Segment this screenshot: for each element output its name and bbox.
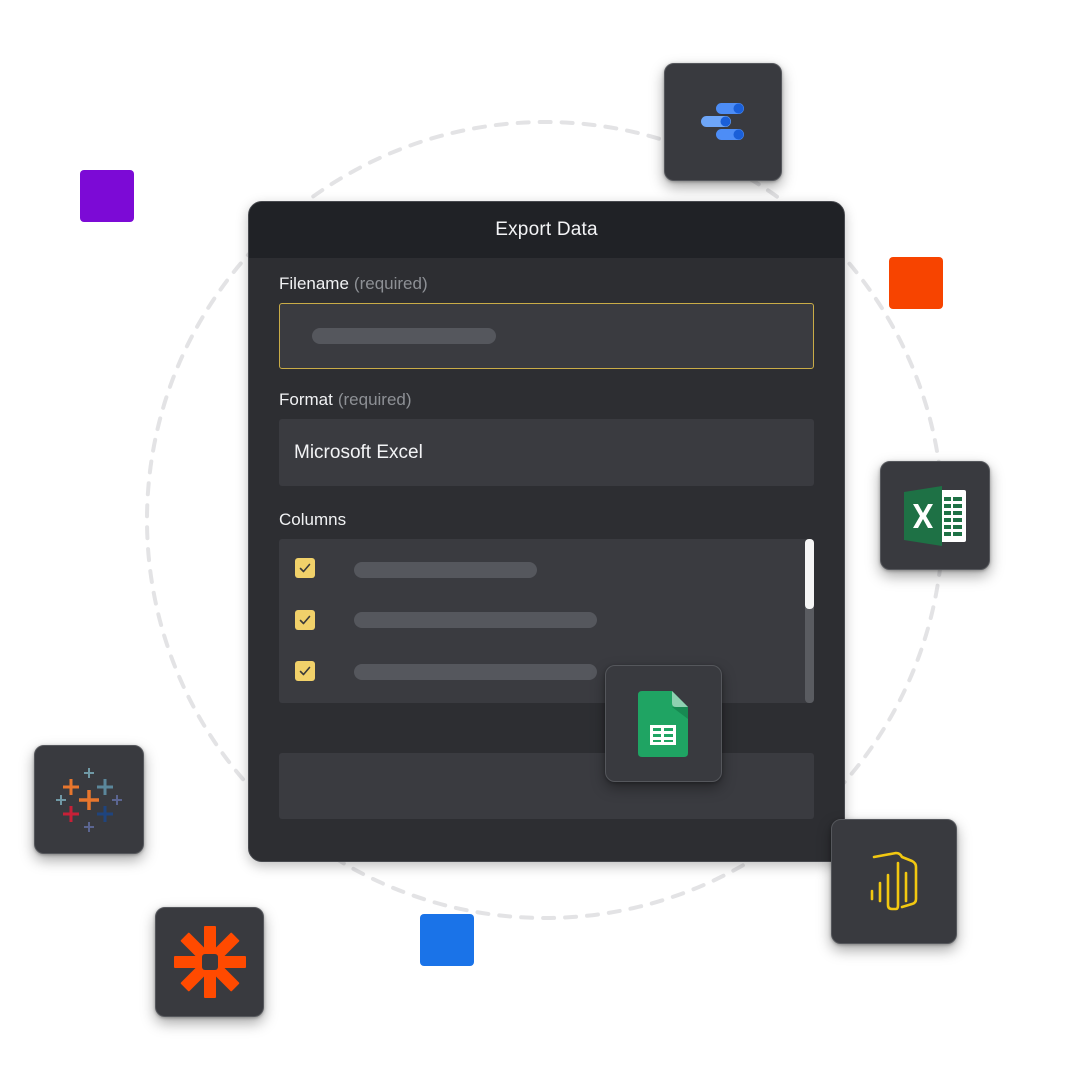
export-data-dialog: Export Data Filename(required) Format(re… (248, 201, 845, 862)
dialog-header: Export Data (249, 202, 844, 258)
list-item[interactable] (279, 553, 799, 583)
filename-label-text: Filename (279, 274, 349, 293)
format-select-value: Microsoft Excel (294, 441, 423, 463)
power-bi-icon (870, 851, 918, 910)
columns-label-text: Columns (279, 510, 347, 529)
dialog-title: Export Data (495, 219, 598, 240)
list-item[interactable] (279, 656, 799, 686)
format-label-text: Format (279, 390, 333, 409)
format-label: Format(required) (279, 390, 412, 410)
filename-required-hint: (required) (353, 274, 428, 293)
decorative-square-purple (80, 170, 134, 222)
column-name-placeholder (354, 562, 537, 578)
filename-placeholder-bar (312, 328, 496, 344)
list-item[interactable] (279, 605, 799, 635)
format-select[interactable]: Microsoft Excel (279, 419, 814, 486)
checkmark-icon (299, 666, 311, 676)
google-data-studio-tile[interactable] (664, 63, 782, 181)
column-name-placeholder (354, 664, 597, 680)
filename-input[interactable] (279, 303, 814, 369)
columns-scrollbar[interactable] (805, 539, 814, 703)
columns-scrollbar-thumb[interactable] (805, 539, 814, 609)
columns-label: Columns (279, 510, 346, 530)
checkmark-icon (299, 615, 311, 625)
format-required-hint: (required) (337, 390, 412, 409)
column-checkbox[interactable] (295, 610, 315, 630)
bottom-field[interactable] (279, 753, 814, 819)
checkmark-icon (299, 563, 311, 573)
column-name-placeholder (354, 612, 597, 628)
columns-list (279, 539, 814, 703)
power-bi-tile[interactable] (831, 819, 957, 944)
column-checkbox[interactable] (295, 558, 315, 578)
column-checkbox[interactable] (295, 661, 315, 681)
decorative-square-blue (420, 914, 474, 966)
microsoft-excel-tile[interactable] (880, 461, 990, 570)
tableau-tile[interactable] (34, 745, 144, 854)
google-sheets-tile[interactable] (605, 665, 722, 782)
google-sheets-icon (637, 690, 688, 757)
excel-icon (904, 485, 966, 546)
decorative-square-orange (889, 257, 943, 309)
zapier-icon (173, 926, 246, 998)
google-data-studio-icon (701, 103, 744, 140)
tableau-icon (56, 767, 122, 832)
zapier-tile[interactable] (155, 907, 264, 1017)
filename-label: Filename(required) (279, 274, 428, 294)
